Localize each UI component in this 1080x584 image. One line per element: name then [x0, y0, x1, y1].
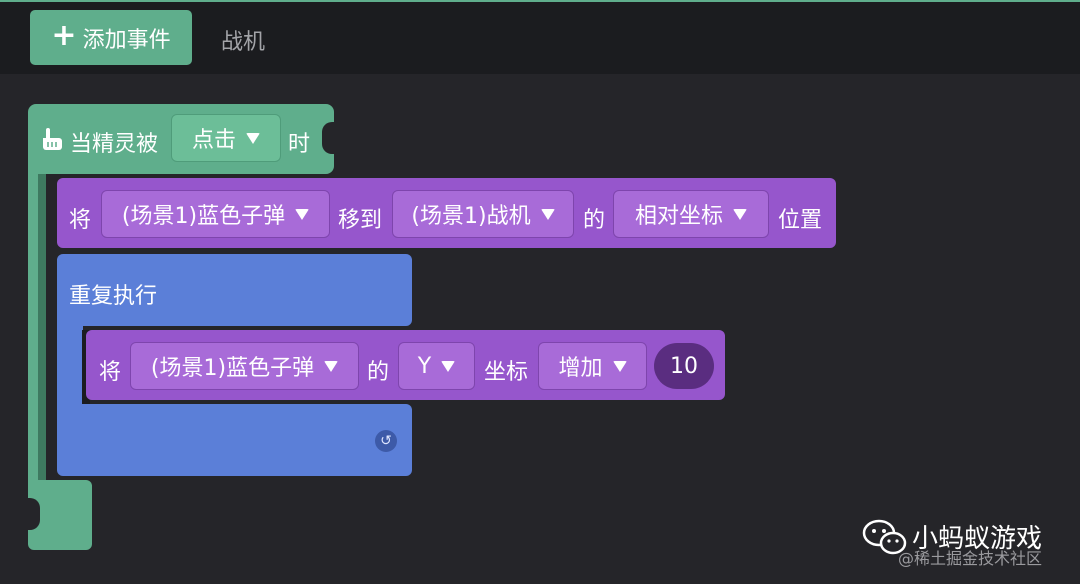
top-accent-line — [0, 0, 1080, 2]
change-word-of: 的 — [367, 360, 390, 385]
coord-mode-value: 相对坐标 — [634, 204, 723, 229]
axis-value: Y — [417, 353, 432, 379]
add-event-label: 添加事件 — [82, 27, 171, 53]
watermark-brand: 小蚂蚁游戏 — [912, 524, 1043, 554]
move-word-move: 移到 — [338, 208, 383, 233]
repeat-forever-block[interactable] — [57, 254, 412, 326]
hat-notch — [322, 122, 336, 154]
trigger-dropdown[interactable]: 点击 — [171, 114, 281, 162]
repeat-label: 重复执行 — [69, 284, 158, 309]
dropdown-arrow-icon — [295, 208, 310, 220]
move-destination-value: (场景1)战机 — [411, 204, 531, 229]
event-block-spine-shadow — [38, 170, 46, 482]
plus-icon: + — [51, 18, 77, 53]
toolbar: + 添加事件 战机 — [0, 2, 1080, 74]
dropdown-arrow-icon — [324, 360, 339, 372]
axis-dropdown[interactable]: Y — [398, 342, 475, 390]
operation-value: 增加 — [558, 356, 603, 381]
event-suffix-text: 时 — [288, 132, 311, 157]
move-word-of: 的 — [583, 208, 606, 233]
amount-input[interactable]: 10 — [654, 343, 714, 389]
change-target-dropdown[interactable]: (场景1)蓝色子弹 — [130, 342, 359, 390]
footer-notch — [28, 498, 40, 530]
move-target-value: (场景1)蓝色子弹 — [121, 204, 286, 229]
pointer-hand-icon — [43, 128, 62, 150]
watermark-source: @稀土掘金技术社区 — [898, 549, 1043, 568]
add-event-button[interactable]: + 添加事件 — [30, 10, 192, 65]
sprite-tab[interactable]: 战机 — [221, 30, 266, 55]
dropdown-arrow-icon — [441, 360, 456, 372]
dropdown-arrow-icon — [246, 132, 260, 144]
move-target-dropdown[interactable]: (场景1)蓝色子弹 — [101, 190, 330, 238]
change-word-set: 将 — [99, 360, 122, 385]
move-word-position: 位置 — [778, 208, 823, 233]
trigger-value: 点击 — [191, 128, 236, 153]
repeat-block-side — [57, 320, 83, 410]
dropdown-arrow-icon — [733, 208, 747, 220]
dropdown-arrow-icon — [612, 360, 627, 372]
event-prefix-text: 当精灵被 — [70, 132, 159, 157]
operation-dropdown[interactable]: 增加 — [538, 342, 647, 390]
change-word-coord: 坐标 — [484, 360, 529, 385]
coord-mode-dropdown[interactable]: 相对坐标 — [613, 190, 769, 238]
move-destination-dropdown[interactable]: (场景1)战机 — [392, 190, 574, 238]
repeat-block-bottom — [57, 404, 412, 476]
wechat-icon — [862, 519, 907, 555]
change-target-value: (场景1)蓝色子弹 — [150, 356, 315, 381]
move-word-set: 将 — [69, 208, 92, 233]
dropdown-arrow-icon — [540, 208, 555, 220]
loop-arrow-icon: ↺ — [375, 430, 397, 452]
